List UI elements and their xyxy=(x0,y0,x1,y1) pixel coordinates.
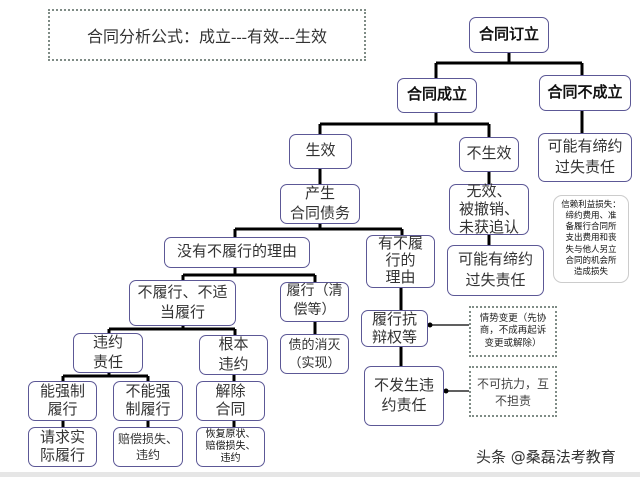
node-breach-liability: 违约 责任 xyxy=(73,333,143,373)
connector xyxy=(181,268,317,282)
node-performance: 履行（清 偿等） xyxy=(280,282,349,322)
connector xyxy=(233,224,404,237)
node-formation: 合同订立 xyxy=(469,17,549,53)
node-enforceable: 能强制 履行 xyxy=(28,381,97,421)
node-fundamental-breach: 根本 违约 xyxy=(199,335,268,375)
node-damages: 赔偿损失、 违约 xyxy=(113,427,183,467)
connector xyxy=(318,169,491,245)
node-has-reason: 有不履 行的 理由 xyxy=(366,235,435,288)
node-invalid: 无效、 被撤销、 未获追认 xyxy=(449,184,529,236)
node-established: 合同成立 xyxy=(397,78,477,113)
connector xyxy=(61,373,236,381)
node-unenforceable: 不能强 制履行 xyxy=(113,381,183,421)
node-restore: 恢复原状、 赔偿损失、 违约 xyxy=(196,427,265,467)
connector xyxy=(61,421,236,427)
reliance-loss-note: 信赖利益损失： 缔约费用、准 备履行合同所 支出费用和丧 失与他人另立 合同的机… xyxy=(553,195,629,283)
node-no-reason: 没有不履行的理由 xyxy=(164,237,310,268)
node-rescind: 解除 合同 xyxy=(196,381,265,421)
node-culpa-mid: 可能有缔约 过失责任 xyxy=(447,245,544,296)
node-not-effective: 不生效 xyxy=(459,137,519,172)
node-culpa-right: 可能有缔约 过失责任 xyxy=(538,133,632,182)
node-not-established: 合同不成立 xyxy=(539,75,631,111)
connector xyxy=(434,53,584,78)
connector xyxy=(107,326,237,335)
node-no-liability: 不发生违 约责任 xyxy=(364,366,444,426)
connector-dot xyxy=(443,388,449,394)
node-defense-rights: 履行抗 辩权等 xyxy=(361,310,428,347)
bottom-band xyxy=(0,472,640,477)
watermark: 头条 @桑磊法考教育 xyxy=(476,448,616,466)
node-effective: 生效 xyxy=(289,134,352,169)
node-debt-extinguished: 债的消灭 （实现） xyxy=(280,334,349,374)
node-nonperformance: 不履行、不适 当履行 xyxy=(129,280,236,326)
connector xyxy=(318,113,491,137)
force-majeure-note: 不可抗力，互 不担责 xyxy=(469,366,557,417)
formula-title: 合同分析公式：成立---有效---生效 xyxy=(48,9,366,61)
connector-dot xyxy=(427,322,433,328)
node-debt-created: 产生 合同债务 xyxy=(280,184,360,224)
node-actual-performance: 请求实 际履行 xyxy=(28,427,97,467)
change-circumstances-note: 情势变更（先协 商，不成再起诉 变更或解除） xyxy=(469,306,557,357)
